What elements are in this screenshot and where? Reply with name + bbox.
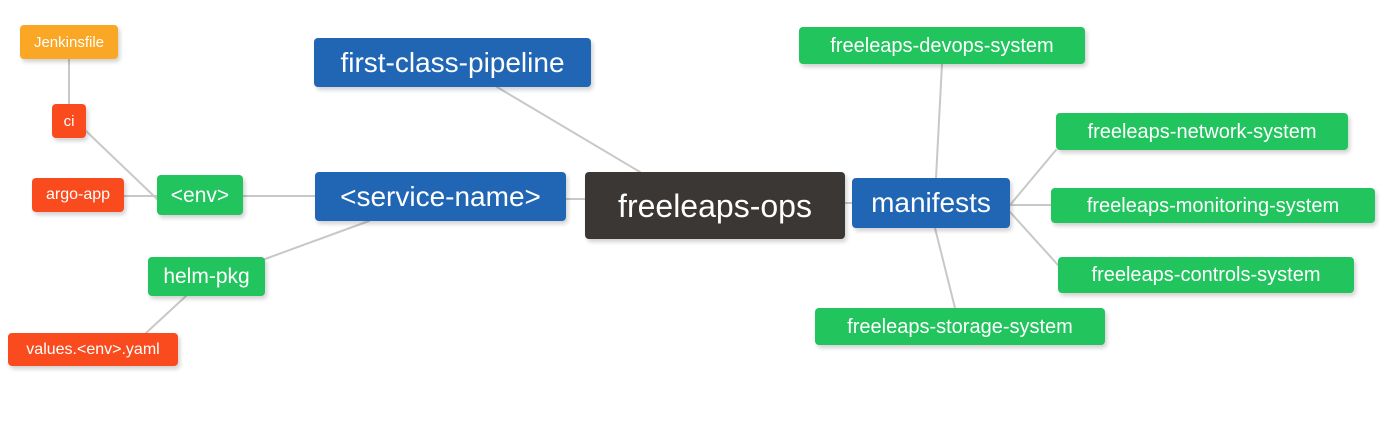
edge-helm-pkg-service-name [264, 220, 370, 260]
node-label-ci: ci [63, 112, 75, 130]
node-label-first-class-pipeline: first-class-pipeline [340, 46, 565, 78]
node-label-freeleaps-monitoring-system: freeleaps-monitoring-system [1086, 194, 1340, 217]
node-label-freeleaps-network-system: freeleaps-network-system [1087, 120, 1317, 143]
node-label-freeleaps-ops: freeleaps-ops [618, 187, 812, 224]
node-helm-pkg[interactable]: helm-pkg [148, 257, 265, 296]
node-values-env-yaml[interactable]: values.<env>.yaml [8, 333, 178, 366]
node-service-name[interactable]: <service-name> [315, 172, 566, 221]
node-label-manifests: manifests [871, 187, 991, 218]
edge-pipeline-ops [496, 86, 641, 173]
node-label-helm-pkg: helm-pkg [163, 265, 250, 288]
node-label-jenkinsfile: Jenkinsfile [33, 33, 105, 51]
node-label-argo-app: argo-app [45, 186, 111, 203]
edge-manifests-network [1009, 149, 1057, 206]
edge-values-helm-pkg [145, 295, 187, 334]
node-manifests[interactable]: manifests [852, 178, 1010, 228]
node-freeleaps-storage-system[interactable]: freeleaps-storage-system [815, 308, 1105, 345]
node-freeleaps-network-system[interactable]: freeleaps-network-system [1056, 113, 1348, 150]
node-first-class-pipeline[interactable]: first-class-pipeline [314, 38, 591, 87]
node-label-freeleaps-devops-system: freeleaps-devops-system [830, 34, 1054, 57]
node-label-freeleaps-storage-system: freeleaps-storage-system [847, 315, 1073, 338]
node-freeleaps-controls-system[interactable]: freeleaps-controls-system [1058, 257, 1354, 293]
node-freeleaps-devops-system[interactable]: freeleaps-devops-system [799, 27, 1085, 64]
edge-manifests-storage [934, 227, 956, 309]
node-ci[interactable]: ci [52, 104, 86, 138]
node-label-service-name: <service-name> [340, 180, 541, 212]
node-label-values-env-yaml: values.<env>.yaml [26, 340, 160, 358]
node-label-env: <env> [170, 183, 230, 207]
node-freeleaps-monitoring-system[interactable]: freeleaps-monitoring-system [1051, 188, 1375, 223]
edge-manifests-devops [935, 63, 943, 179]
node-argo-app[interactable]: argo-app [32, 178, 124, 212]
node-label-freeleaps-controls-system: freeleaps-controls-system [1091, 264, 1321, 286]
node-freeleaps-ops[interactable]: freeleaps-ops [585, 172, 845, 239]
node-jenkinsfile[interactable]: Jenkinsfile [20, 25, 118, 59]
node-env[interactable]: <env> [157, 175, 243, 215]
